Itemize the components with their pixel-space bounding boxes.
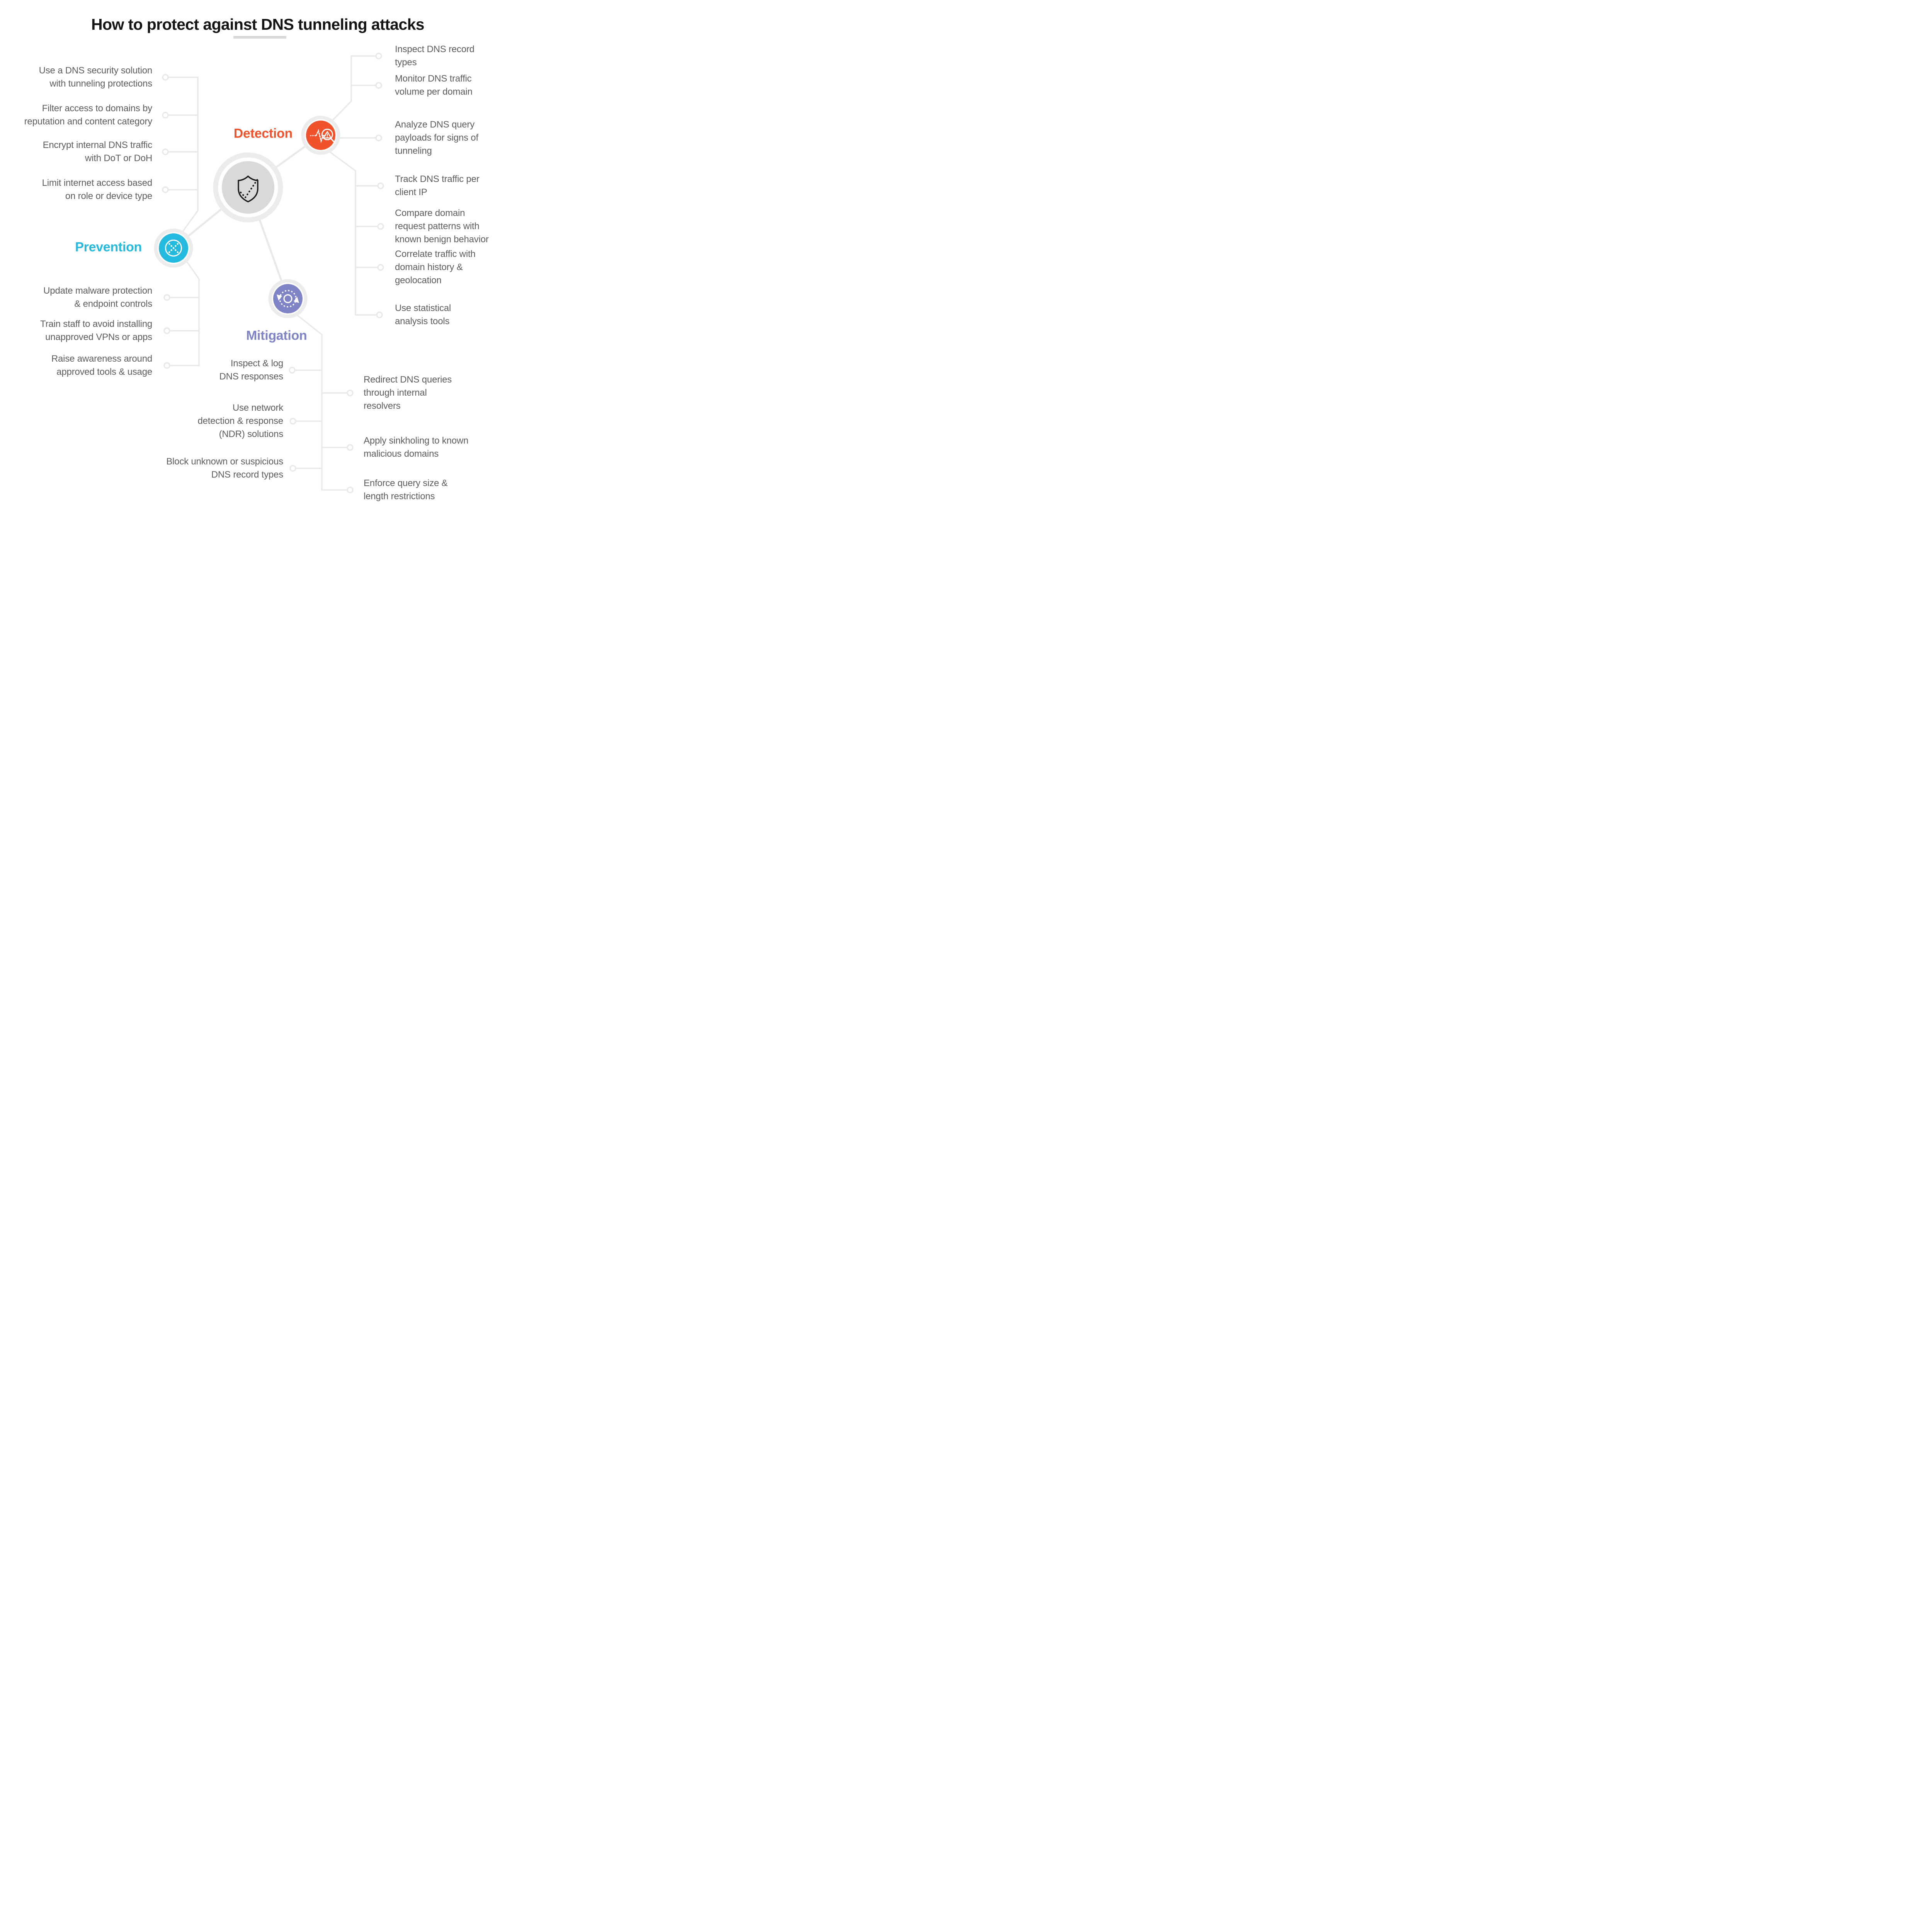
bullet-circle xyxy=(376,311,383,318)
prevention-top-trunk xyxy=(168,77,199,232)
hub-node xyxy=(213,152,283,223)
warning-exclamation-dot xyxy=(327,136,328,138)
detection-item: Track DNS traffic per client IP xyxy=(395,174,480,197)
cycle-arrows-icon xyxy=(277,290,299,308)
bullet-circle xyxy=(347,389,354,396)
mitigation-trunk xyxy=(292,311,350,491)
detection-node xyxy=(301,116,340,155)
page-title: How to protect against DNS tunneling att… xyxy=(91,15,425,33)
bullet-circle xyxy=(162,186,169,193)
cycle-arrowhead-left xyxy=(277,294,282,301)
icon-ring xyxy=(165,240,182,257)
bullet-circle xyxy=(347,486,354,493)
mitigation-item: Use network detection & response (NDR) s… xyxy=(197,403,284,439)
detection-lower-trunk xyxy=(328,151,379,316)
dotted-checkmark xyxy=(240,176,260,199)
bullet-circle xyxy=(289,465,296,472)
magnifier-handle xyxy=(330,138,336,144)
prevention-item: Filter access to domains by reputation a… xyxy=(24,103,153,127)
bullet-circle xyxy=(375,134,382,141)
bullet-circle xyxy=(163,362,170,369)
bullet-circle xyxy=(377,264,384,271)
diagram-graphic xyxy=(154,53,384,493)
mitigation-heading: Mitigation xyxy=(246,328,307,343)
magnifier-lens xyxy=(321,129,333,140)
bullet-circle xyxy=(375,53,382,60)
mitigation-circle xyxy=(273,284,303,313)
cycle-arrowhead-right xyxy=(294,297,299,303)
prevention-heading: Prevention xyxy=(75,240,142,255)
detection-item: Compare domain request patterns with kno… xyxy=(395,208,489,245)
detection-item: Inspect DNS record types xyxy=(395,44,474,68)
magnifier-alert-pulse-icon xyxy=(310,129,336,144)
detection-circle xyxy=(306,121,335,150)
mitigation-item: Apply sinkholing to known malicious doma… xyxy=(364,435,469,459)
bullet-circle xyxy=(377,182,384,189)
detection-item: Correlate traffic with domain history & … xyxy=(395,249,476,286)
bullet-circle xyxy=(163,327,170,334)
detection-heading: Detection xyxy=(233,126,293,141)
prevention-item: Raise awareness around approved tools & … xyxy=(51,354,152,377)
bullet-circle xyxy=(377,223,384,230)
pulse-spike xyxy=(315,129,324,143)
connector-lines xyxy=(168,55,381,491)
prevention-item: Use a DNS security solution with tunneli… xyxy=(39,65,153,89)
mitigation-item: Redirect DNS queries through internal re… xyxy=(364,374,452,411)
bullet-circles xyxy=(162,53,384,493)
prevention-item: Train staff to avoid installing unapprov… xyxy=(40,319,152,342)
shield-outline xyxy=(238,175,259,202)
bullet-circle xyxy=(163,294,170,301)
prevention-bottom-trunk xyxy=(170,257,200,366)
hub-inner-circle xyxy=(222,161,274,214)
detection-item: Use statistical analysis tools xyxy=(395,303,451,327)
mitigation-item: Enforce query size & length restrictions xyxy=(364,478,448,502)
prevention-item: Encrypt internal DNS traffic with DoT or… xyxy=(43,140,153,163)
bullet-circle xyxy=(162,74,169,81)
bullet-circle xyxy=(162,112,169,119)
infographic-canvas: How to protect against DNS tunneling att… xyxy=(0,0,515,518)
bullet-circle xyxy=(289,367,296,374)
prevention-node xyxy=(154,228,193,268)
detection-upper-trunk xyxy=(330,55,379,123)
shield-check-icon xyxy=(238,175,260,202)
mitigation-node xyxy=(268,279,308,318)
mitigation-item: Inspect & log DNS responses xyxy=(219,358,284,382)
title-underline-bar xyxy=(233,36,286,39)
warning-triangle xyxy=(323,131,332,139)
icon-center-circle xyxy=(283,294,293,303)
prevention-item: Update malware protection & endpoint con… xyxy=(43,286,152,309)
bullet-circle xyxy=(289,418,296,425)
detection-item: Monitor DNS traffic volume per domain xyxy=(395,73,473,97)
detection-item: Analyze DNS query payloads for signs of … xyxy=(395,119,478,156)
mitigation-item: Block unknown or suspicious DNS record t… xyxy=(166,456,283,480)
bullet-circle xyxy=(347,444,354,451)
dotted-x-circle-icon xyxy=(165,240,182,257)
bullet-circle xyxy=(162,148,169,155)
prevention-item: Limit internet access based on role or d… xyxy=(42,178,153,201)
bullet-circle xyxy=(375,82,382,89)
dotted-x-stroke-2 xyxy=(168,243,179,253)
